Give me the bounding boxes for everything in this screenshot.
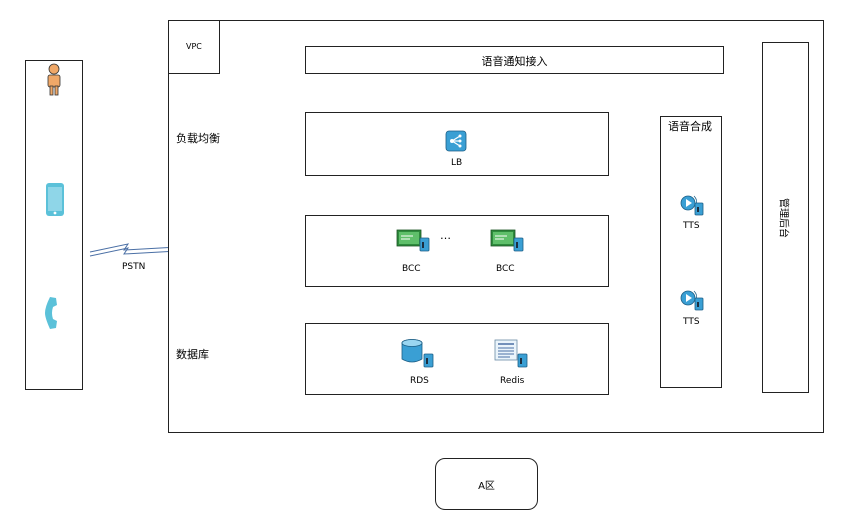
load-balance-label: 负载均衡 — [176, 132, 220, 145]
bcc-server-icon-left — [396, 229, 430, 252]
database-box — [305, 323, 609, 395]
rds-database-icon — [401, 339, 434, 368]
tts-icon-top — [680, 195, 704, 216]
tts-panel-title: 语音合成 — [668, 120, 712, 133]
tts-node-top-label: TTS — [683, 221, 700, 231]
tts-icon-bottom — [680, 290, 704, 311]
bcc-node-right-label: BCC — [496, 264, 515, 274]
bcc-server-icon-right — [490, 229, 524, 252]
zone-box — [435, 458, 538, 510]
admin-panel — [762, 42, 809, 393]
vpc-label: VPC — [186, 42, 202, 51]
tts-panel — [660, 116, 722, 388]
voice-access-label: 语音通知接入 — [481, 55, 548, 68]
voice-access-box — [305, 46, 724, 74]
bcc-box — [305, 215, 609, 287]
lb-node-label: LB — [451, 158, 463, 168]
terminal-panel — [25, 60, 83, 390]
pstn-label: PSTN — [122, 262, 146, 272]
bcc-node-left-label: BCC — [402, 264, 421, 274]
rds-label: RDS — [410, 376, 429, 386]
zone-label: A区 — [478, 481, 495, 492]
database-label: 数据库 — [176, 348, 209, 361]
redis-cache-icon — [494, 339, 528, 368]
tts-node-bottom-label: TTS — [683, 317, 700, 327]
telephone-icon — [45, 297, 57, 329]
person-icon — [47, 63, 61, 96]
vpc-tag — [168, 20, 220, 74]
load-balancer-icon — [445, 130, 467, 152]
admin-label: 管理后台 — [777, 198, 789, 238]
mobile-phone-icon — [46, 183, 64, 216]
redis-label: Redis — [500, 376, 525, 386]
bcc-ellipsis: … — [440, 229, 451, 242]
pstn-link — [89, 243, 179, 257]
